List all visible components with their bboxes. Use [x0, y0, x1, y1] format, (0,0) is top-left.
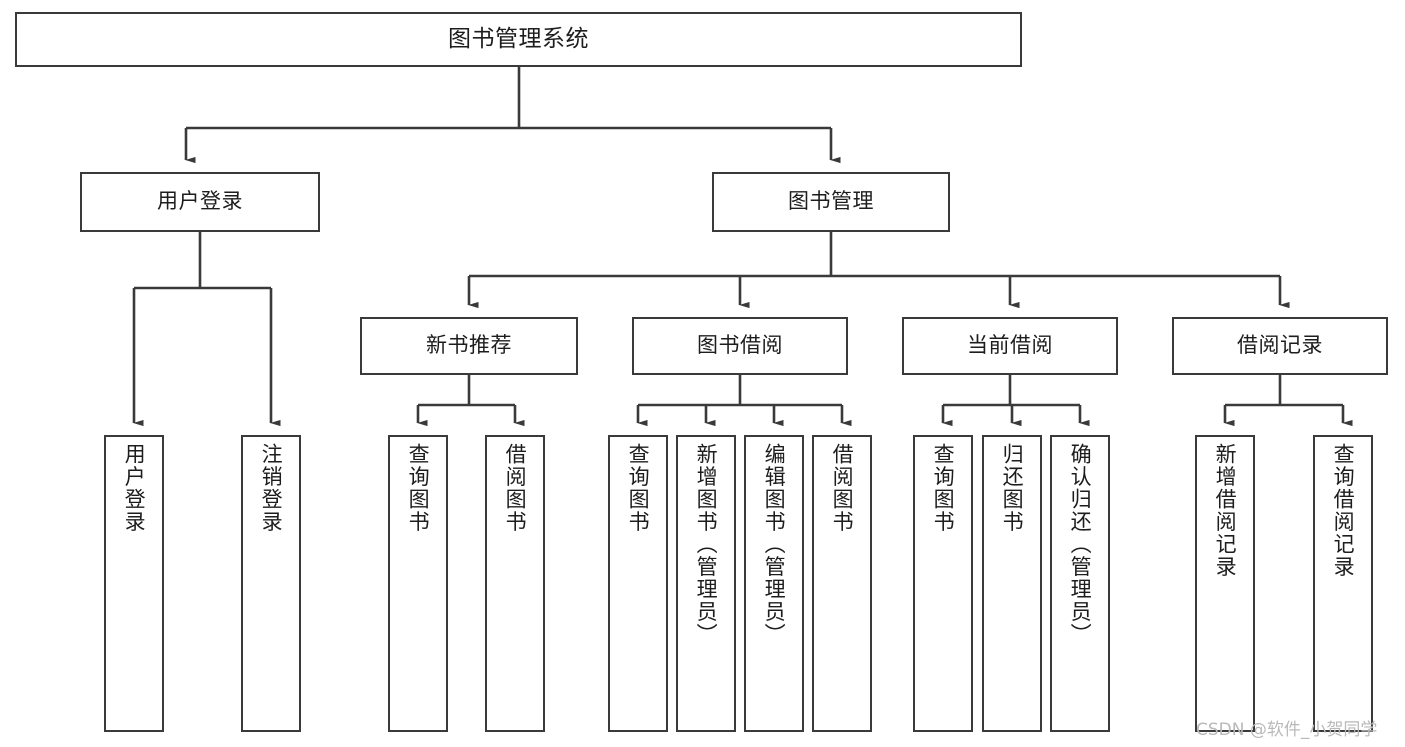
node-root-label: 图书管理系统: [448, 26, 589, 53]
node-user-login[interactable]: 用户登录: [80, 172, 320, 232]
leaf-add-borrow-record[interactable]: 新增借阅记录: [1195, 435, 1255, 732]
leaf-borrow-book-label: 借阅图书: [830, 443, 855, 533]
node-borrow-record[interactable]: 借阅记录: [1172, 317, 1388, 375]
leaf-logout[interactable]: 注销登录: [241, 435, 301, 732]
leaf-borrow-book[interactable]: 借阅图书: [812, 435, 872, 732]
leaf-borrow-book-recommendation-label: 借阅图书: [503, 443, 528, 533]
node-new-book-recommendation-label: 新书推荐: [426, 333, 512, 358]
leaf-confirm-return-admin[interactable]: 确认归还（管理员）: [1050, 435, 1110, 732]
leaf-logout-label: 注销登录: [259, 443, 284, 533]
node-root-system[interactable]: 图书管理系统: [15, 12, 1022, 67]
leaf-edit-book-admin[interactable]: 编辑图书（管理员）: [744, 435, 804, 732]
leaf-return-book[interactable]: 归还图书: [982, 435, 1042, 732]
leaf-add-book-admin-label: 新增图书（管理员）: [694, 443, 719, 646]
node-new-book-recommendation[interactable]: 新书推荐: [360, 317, 578, 375]
leaf-confirm-return-admin-label: 确认归还（管理员）: [1068, 443, 1093, 646]
leaf-edit-book-admin-label: 编辑图书（管理员）: [762, 443, 787, 646]
leaf-borrow-book-recommendation[interactable]: 借阅图书: [485, 435, 545, 732]
leaf-query-book-current-label: 查询图书: [931, 443, 956, 533]
node-current-borrow-label: 当前借阅: [967, 333, 1053, 358]
leaf-query-book[interactable]: 查询图书: [608, 435, 668, 732]
leaf-query-book-current[interactable]: 查询图书: [913, 435, 973, 732]
node-borrow-record-label: 借阅记录: [1237, 333, 1323, 358]
leaf-query-book-label: 查询图书: [626, 443, 651, 533]
leaf-user-login[interactable]: 用户登录: [104, 435, 164, 732]
leaf-user-login-label: 用户登录: [122, 443, 147, 533]
leaf-query-book-recommendation[interactable]: 查询图书: [388, 435, 448, 732]
node-book-borrow[interactable]: 图书借阅: [632, 317, 848, 375]
csdn-watermark: CSDN @软件_小贺同学: [1196, 720, 1378, 740]
leaf-return-book-label: 归还图书: [1000, 443, 1025, 533]
leaf-query-borrow-record[interactable]: 查询借阅记录: [1313, 435, 1373, 732]
leaf-query-book-recommendation-label: 查询图书: [406, 443, 431, 533]
leaf-add-book-admin[interactable]: 新增图书（管理员）: [676, 435, 736, 732]
node-book-borrow-label: 图书借阅: [697, 333, 783, 358]
node-user-login-label: 用户登录: [157, 189, 243, 214]
node-book-manage-label: 图书管理: [788, 189, 874, 214]
node-current-borrow[interactable]: 当前借阅: [902, 317, 1118, 375]
node-book-manage[interactable]: 图书管理: [712, 172, 950, 232]
leaf-query-borrow-record-label: 查询借阅记录: [1331, 443, 1356, 578]
leaf-add-borrow-record-label: 新增借阅记录: [1213, 443, 1238, 578]
